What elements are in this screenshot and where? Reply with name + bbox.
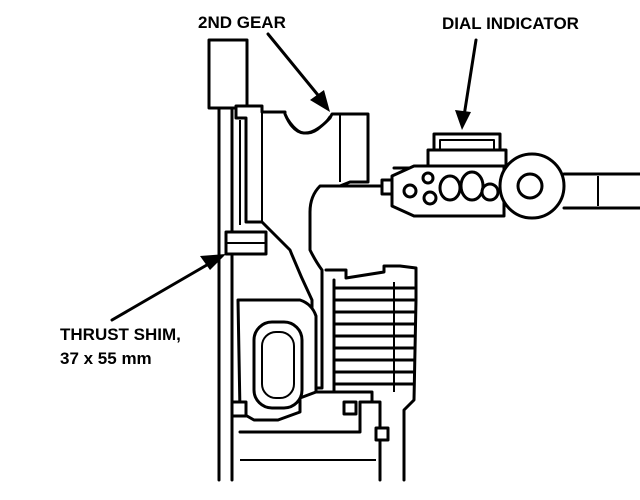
label-thrust-shim: THRUST SHIM, — [60, 325, 181, 344]
shaft-end — [207, 38, 249, 110]
arrow-dial-indicator — [462, 38, 478, 118]
dial-indicator — [338, 132, 640, 220]
labels: 2ND GEAR DIAL INDICATOR THRUST SHIM, 37 … — [60, 13, 579, 368]
arrow-dial-indicator-head — [455, 110, 471, 130]
lower-housing — [230, 298, 390, 482]
clutch-pack — [314, 264, 418, 482]
clutch-plates — [332, 286, 416, 386]
thrust-shim — [224, 230, 268, 256]
second-gear — [234, 104, 370, 390]
leader-arrows — [110, 32, 478, 322]
arrow-second-gear-head — [310, 90, 330, 112]
arrow-thrust-shim-head — [200, 254, 226, 270]
arrow-thrust-shim — [110, 260, 214, 322]
label-dial-indicator: DIAL INDICATOR — [442, 14, 579, 33]
arrow-second-gear — [266, 32, 324, 102]
label-thrust-shim-size: 37 x 55 mm — [60, 349, 152, 368]
label-2nd-gear: 2ND GEAR — [198, 13, 286, 32]
main-shaft — [217, 106, 241, 482]
